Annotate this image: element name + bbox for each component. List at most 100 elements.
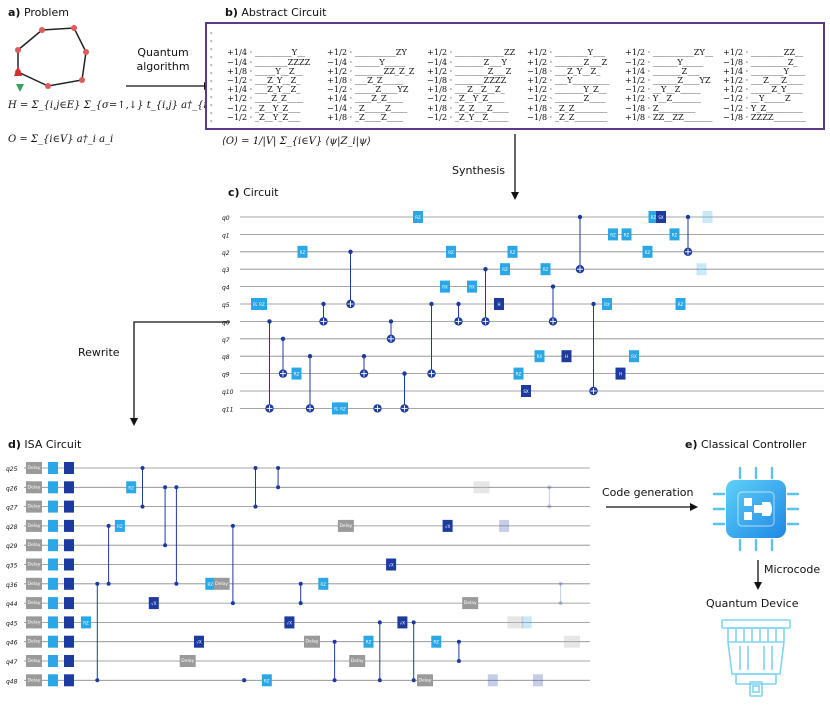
rz-box bbox=[48, 655, 58, 667]
gate-box bbox=[629, 350, 639, 363]
abstract-term: −1/2 · __Y_____Z bbox=[723, 93, 791, 104]
cz-dot bbox=[558, 581, 563, 586]
gate-box bbox=[521, 385, 531, 397]
abstract-term: +1/2 · _______Z___Z bbox=[527, 56, 608, 67]
microcode-arrow bbox=[754, 560, 762, 590]
delay-box bbox=[26, 655, 42, 667]
spin-down-arrow-icon bbox=[16, 84, 24, 92]
cz-dot bbox=[332, 678, 337, 683]
svg-text:q: q bbox=[210, 87, 212, 91]
abstract-term-column: +1/2 · ________Y___+1/2 · _______Z___Z −1… bbox=[527, 30, 609, 140]
abstract-term: −1/8 · _Z_Z________ bbox=[527, 111, 608, 122]
delay-box bbox=[349, 655, 366, 667]
gate-label: RZ bbox=[366, 640, 372, 645]
gate-box bbox=[467, 280, 477, 293]
qubit-label: q29 bbox=[6, 543, 18, 550]
rz-box bbox=[48, 558, 58, 571]
rz-box bbox=[48, 481, 58, 494]
gate-box bbox=[397, 616, 408, 629]
gate-label: RZ bbox=[705, 215, 711, 220]
gate-label: RZ bbox=[448, 250, 454, 255]
gate-label: RZ bbox=[334, 406, 340, 411]
gate-label: SX bbox=[658, 215, 664, 220]
gate-label: RZ bbox=[208, 582, 214, 587]
abstract-term: +1/8 · _Z____Z____ bbox=[327, 111, 404, 122]
gate-box bbox=[363, 635, 374, 648]
classical-controller-chip-icon bbox=[712, 466, 800, 552]
abstract-term: +1/4 · ________Y____ bbox=[723, 65, 806, 76]
delay-box bbox=[337, 519, 354, 532]
qubit-label: q10 bbox=[222, 389, 234, 396]
abstract-term: −1/2 · _Z__Y_Z___ bbox=[227, 102, 301, 113]
abstract-term: −1/2 · __Y__Z_____ bbox=[625, 84, 701, 95]
delay-label: Delay bbox=[28, 619, 41, 625]
sqrtx-box bbox=[64, 539, 74, 552]
cz-dot bbox=[276, 485, 281, 490]
delay-label: Delay bbox=[339, 523, 352, 529]
delay-box bbox=[26, 481, 42, 494]
gate-box bbox=[431, 635, 442, 648]
synthesis-arrow bbox=[511, 134, 519, 200]
gate-box bbox=[81, 616, 91, 629]
rz-box bbox=[48, 577, 58, 590]
abstract-term: +1/8 · ZZ__ZZ_______ bbox=[625, 111, 713, 122]
gate-label: RZ bbox=[543, 267, 549, 272]
panel-c-letter: c) bbox=[228, 186, 240, 199]
svg-text:q: q bbox=[210, 119, 212, 123]
qubit-label: q9 bbox=[222, 372, 230, 379]
svg-text:q: q bbox=[210, 95, 212, 99]
delay-box bbox=[26, 539, 42, 552]
abstract-term: −1/2 · ___Z_Y__Z_ bbox=[227, 75, 301, 86]
abstract-term: −1/8 · ZZZZ________ bbox=[723, 111, 807, 122]
abstract-term: +1/2 · _______Y_Z__ bbox=[527, 84, 607, 95]
gate-label: RZ bbox=[259, 302, 265, 307]
abstract-term: +1/2 · _____Z_Y____ bbox=[723, 84, 803, 95]
delay-box bbox=[462, 597, 479, 610]
abstract-term: +1/2 · __________ZY__ bbox=[625, 47, 714, 58]
abstract-term: +1/2 · ________Z___Z bbox=[427, 65, 512, 76]
abstract-term: −1/4 · ________ZZZZ bbox=[227, 56, 311, 67]
sqrtx-box bbox=[64, 616, 74, 629]
gate-label: RZ bbox=[516, 372, 522, 377]
abstract-term: −1/2 · Y_Z_________ bbox=[723, 102, 803, 113]
cz-dot bbox=[174, 485, 179, 490]
cz-dot bbox=[163, 485, 168, 490]
delay-box bbox=[26, 635, 42, 648]
cz-dot bbox=[174, 581, 179, 586]
delay-label: Delay bbox=[565, 639, 578, 645]
gate-label: RZ bbox=[83, 620, 89, 625]
cnot-control bbox=[456, 301, 461, 307]
quantum-algorithm-line2: algorithm bbox=[136, 60, 190, 73]
cnot-control bbox=[280, 336, 286, 341]
svg-text:q: q bbox=[210, 47, 212, 51]
gate-box bbox=[148, 597, 159, 610]
gate-box bbox=[499, 519, 510, 532]
delay-box bbox=[26, 597, 42, 610]
delay-box bbox=[26, 577, 42, 590]
cz-dot bbox=[547, 504, 552, 509]
qubit-label: q35 bbox=[6, 563, 18, 570]
gate-label: RZ bbox=[300, 250, 306, 255]
abstract-term: +1/2 · ________Y___ bbox=[527, 47, 606, 58]
gate-box bbox=[284, 616, 295, 629]
panel-e-letter: e) bbox=[685, 438, 698, 451]
delay-box bbox=[26, 500, 42, 513]
cz-dot bbox=[377, 678, 382, 683]
abstract-term: +1/8 · _Z_Z___Z____ bbox=[427, 102, 509, 113]
gate-label: RX bbox=[537, 354, 543, 359]
abstract-term: −1/2 · _______Z____ bbox=[527, 93, 606, 104]
gate-label: RZ bbox=[128, 485, 134, 490]
delay-box bbox=[417, 674, 433, 687]
abstract-term: +1/4 · ____Z_Z____ bbox=[327, 93, 404, 104]
delay-label: Delay bbox=[28, 562, 41, 568]
gate-box bbox=[534, 350, 545, 363]
qubit-label: q47 bbox=[6, 659, 18, 666]
cz-dot bbox=[377, 620, 382, 625]
abstract-term: +1/2 · ___Z___Z____ bbox=[723, 75, 804, 86]
abstract-term: +1/8 · _____Y__Z__ bbox=[227, 65, 303, 76]
gate-label: RZ bbox=[340, 406, 346, 411]
gate-box bbox=[540, 263, 551, 276]
delay-box bbox=[26, 674, 42, 687]
gate-label: RZ bbox=[321, 582, 327, 587]
